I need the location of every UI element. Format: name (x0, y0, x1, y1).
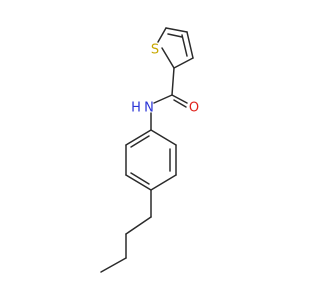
structure-diagram: S N H O (100, 27, 199, 273)
bond-ar-inner2 (130, 172, 150, 185)
bond-carbonyl-o (171, 94, 188, 104)
bond-ar3 (150, 174, 177, 191)
bond-c4-c5 (165, 27, 188, 33)
atom-label-hydrogen: H (131, 101, 141, 116)
thiophene-ring (157, 27, 194, 69)
bond-ar6 (125, 129, 152, 146)
molecule-canvas: S N H O (100, 27, 199, 273)
atom-label-oxygen: O (189, 101, 199, 116)
bond-s-c2 (161, 47, 175, 69)
amide-group (153, 67, 188, 108)
butyl-chain (100, 189, 152, 273)
atom-label-nitrogen: N (144, 101, 154, 116)
atom-label-sulfur: S (151, 43, 159, 58)
bond-c2-c3 (173, 57, 194, 69)
bond-butyl2 (125, 216, 152, 235)
bond-c5-s (157, 27, 167, 43)
bond-c3-c4-inner (181, 34, 188, 57)
bond-carbonyl-o-double (173, 99, 187, 108)
bond-ar1 (150, 129, 177, 146)
bond-ar-inner3 (130, 135, 150, 148)
bond-c3-c4 (186, 31, 194, 59)
bond-ar4 (125, 174, 152, 191)
bond-c5-inner (167, 33, 183, 38)
bond-c2-carbonyl (171, 67, 175, 96)
bond-carbonyl-n (153, 94, 173, 104)
benzene-ring (125, 129, 177, 191)
bond-butyl4 (100, 257, 127, 273)
